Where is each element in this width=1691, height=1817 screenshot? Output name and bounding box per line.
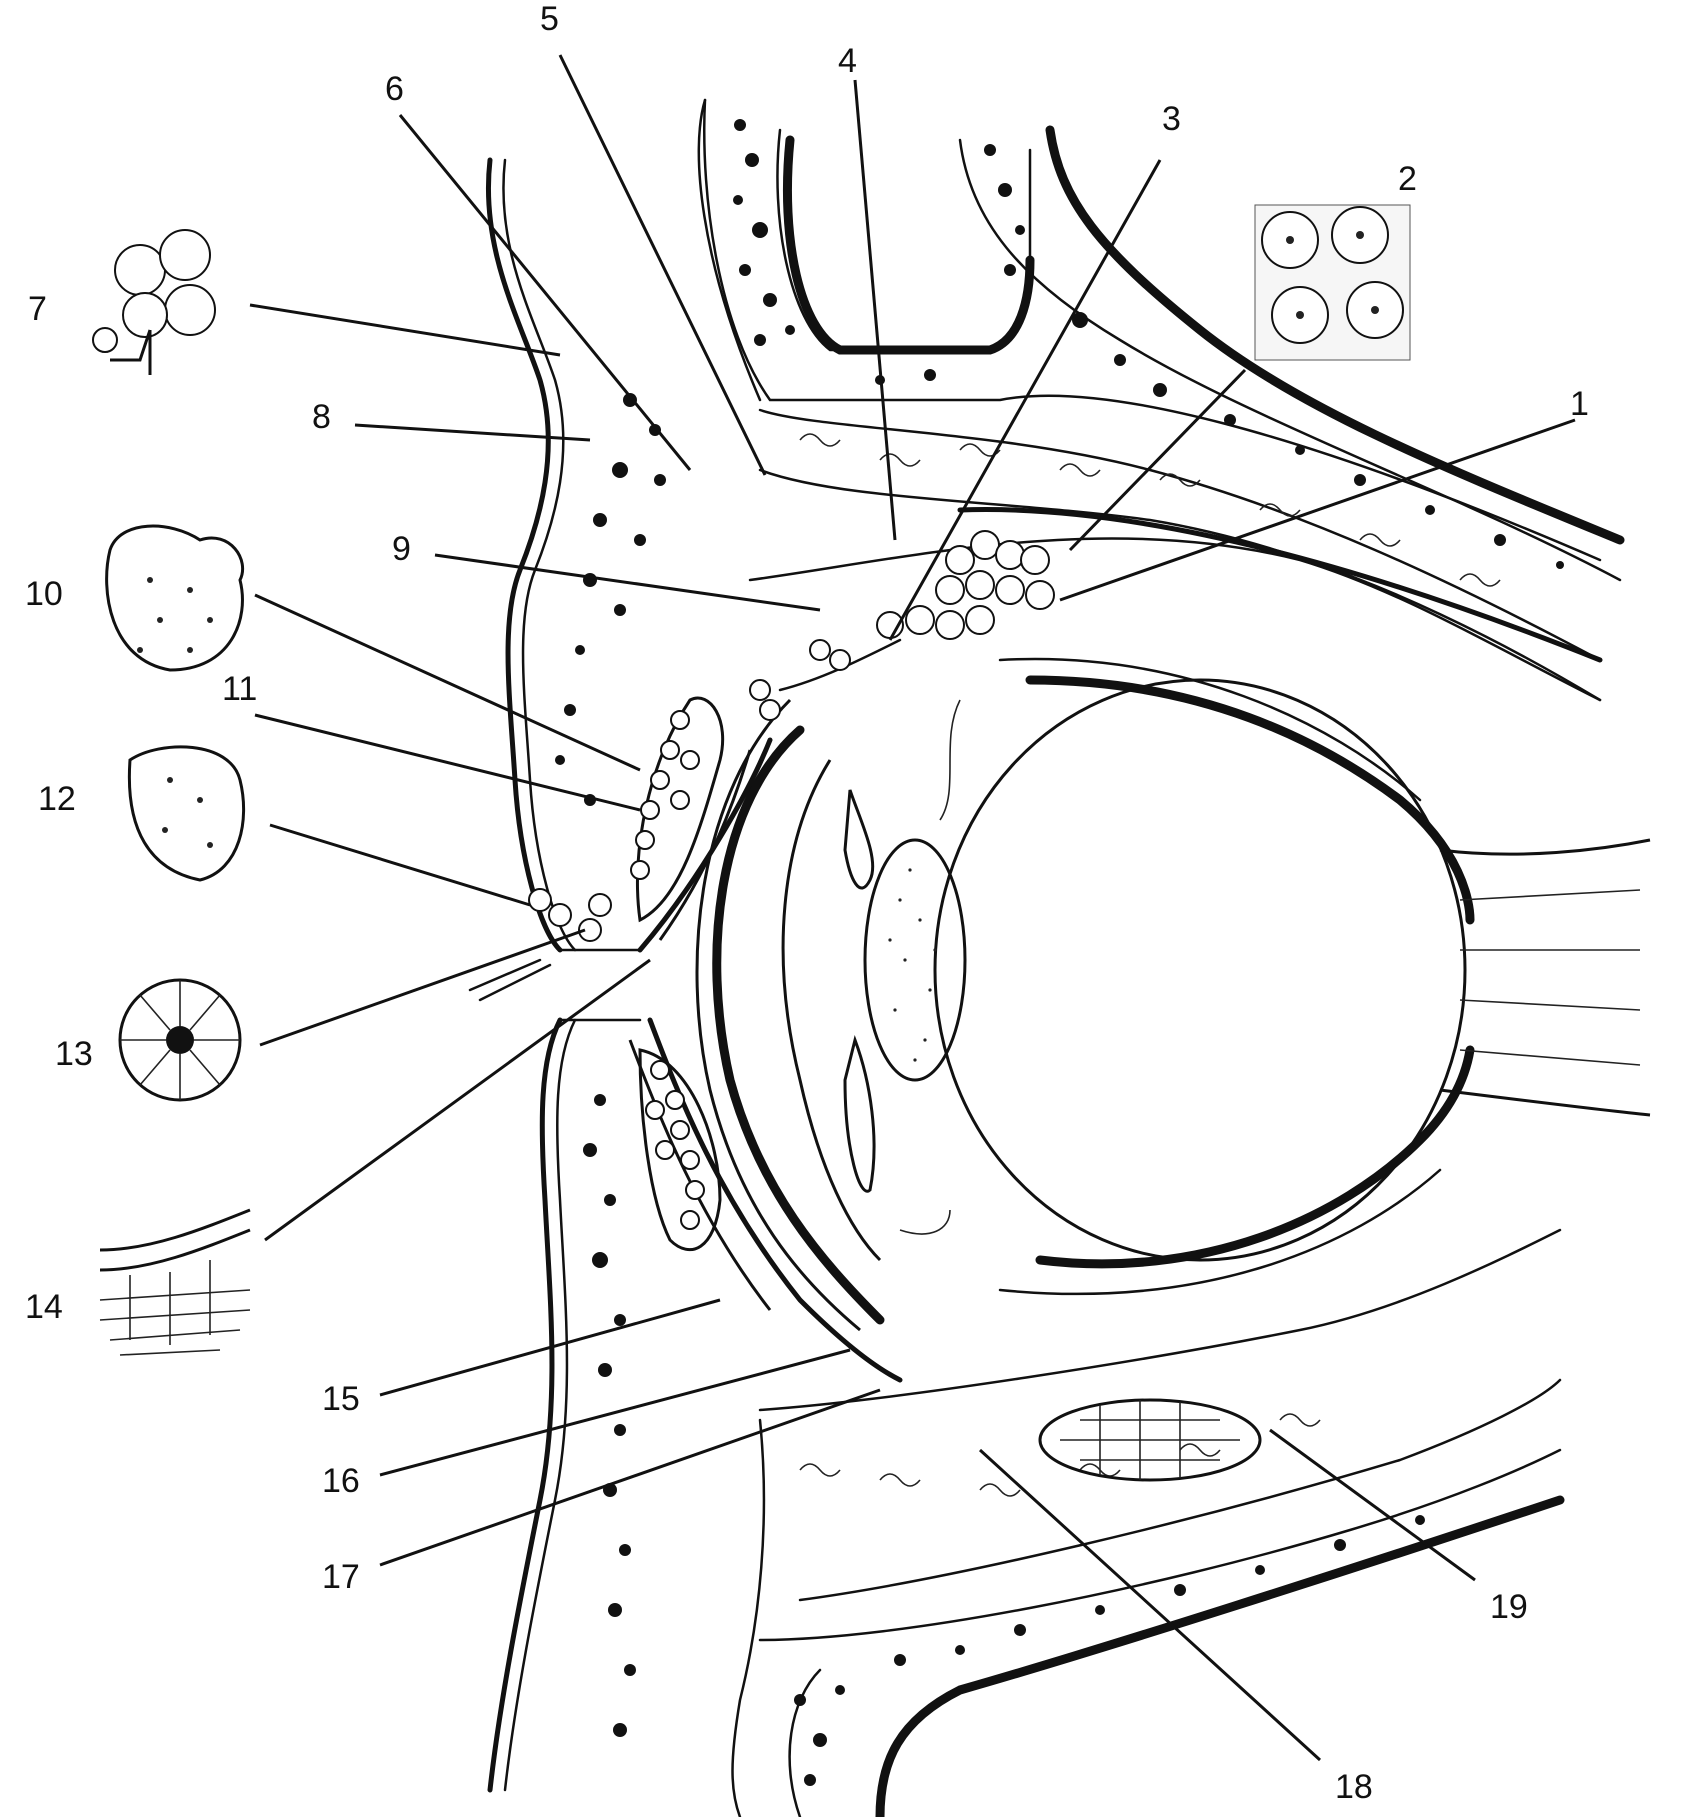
orbital-fat-lower xyxy=(799,1413,1321,1497)
leader-lines xyxy=(249,54,1576,1762)
label-4: 4 xyxy=(838,42,857,80)
label-8: 8 xyxy=(312,398,331,436)
bone-marrow-speckles-upper xyxy=(733,119,1564,569)
upper-orbital-bone xyxy=(697,98,1625,702)
lacrimal-gland xyxy=(778,530,1055,692)
iris-ciliary-body xyxy=(843,699,961,1235)
tarsal-gland-lower xyxy=(645,1060,705,1230)
label-13: 13 xyxy=(55,1035,93,1073)
lens xyxy=(863,838,967,1082)
orbital-fat-upper xyxy=(799,433,1501,587)
label-16: 16 xyxy=(322,1462,360,1500)
cornea xyxy=(695,698,885,1332)
upper-eyelid xyxy=(485,157,773,953)
label-9: 9 xyxy=(392,530,411,568)
label-1: 1 xyxy=(1570,385,1589,423)
label-11: 11 xyxy=(222,670,257,708)
label-5: 5 xyxy=(540,0,559,38)
lower-bone-marrow xyxy=(794,1515,1425,1786)
inferior-oblique-muscle xyxy=(1038,1398,1262,1482)
label-3: 3 xyxy=(1162,100,1181,138)
label-19: 19 xyxy=(1490,1588,1528,1626)
label-15: 15 xyxy=(322,1380,360,1418)
lower-eyelid xyxy=(487,1017,903,1793)
inset-13-duct-cross-section xyxy=(118,978,242,1102)
label-10: 10 xyxy=(25,575,63,613)
label-6: 6 xyxy=(385,70,404,108)
eyeball xyxy=(933,657,1651,1296)
inset-14-conjunctival-epithelium xyxy=(99,1208,251,1356)
accessory-lacrimal-glands xyxy=(749,639,851,721)
number-labels: 1 2 3 4 5 6 7 8 9 10 11 12 13 14 15 16 1… xyxy=(25,0,1589,1806)
tarsal-gland-upper xyxy=(630,710,700,880)
label-7: 7 xyxy=(28,290,47,328)
inset-12-gland-section xyxy=(127,745,246,882)
inset-7-gland-duct xyxy=(92,229,216,375)
inset-10-sebaceous-gland xyxy=(105,524,245,672)
upper-lid-glands-blobs xyxy=(555,393,666,806)
lower-orbital-bone xyxy=(731,1228,1565,1817)
label-2: 2 xyxy=(1398,160,1417,198)
ciliary-glands-upper xyxy=(468,888,612,1002)
label-17: 17 xyxy=(322,1558,360,1596)
label-14: 14 xyxy=(25,1288,63,1326)
label-18: 18 xyxy=(1335,1768,1373,1806)
inset-2-gland-cells xyxy=(1254,204,1411,361)
label-12: 12 xyxy=(38,780,76,818)
